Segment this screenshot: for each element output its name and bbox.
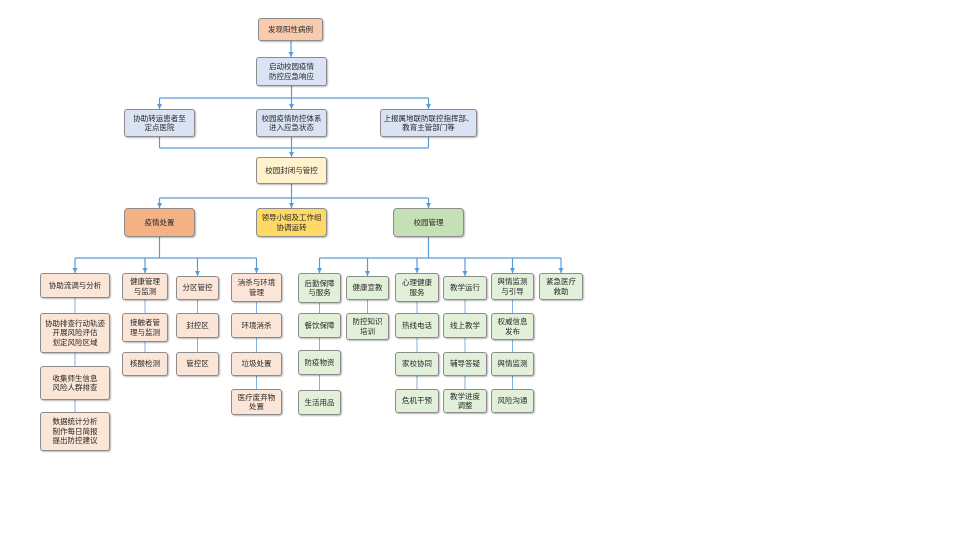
node-health-monitoring: 健康管理 与监测 [122, 273, 168, 300]
node-crisis-intervention: 危机干预 [395, 389, 439, 413]
node-hotline: 热线电话 [395, 313, 439, 338]
node-schedule-adjustment: 教学进度 调整 [443, 389, 487, 413]
node-health-education: 健康宣教 [346, 276, 389, 300]
node-epidemic-handling: 疫情处置 [124, 208, 195, 237]
node-emergency-medical-aid: 紧急医疗 救助 [539, 273, 583, 300]
node-epidemic-supplies: 防疫物资 [298, 350, 341, 375]
node-risk-communication: 风险沟通 [491, 389, 534, 413]
node-positive-case-found: 发现阳性病例 [258, 18, 323, 41]
node-emergency-response: 启动校园疫情 防控应急响应 [256, 57, 327, 86]
node-home-school-collaboration: 家校协同 [395, 352, 439, 376]
node-tutoring-qa: 辅导答疑 [443, 352, 487, 376]
node-daily-necessities: 生活用品 [298, 390, 341, 415]
node-assist-epi-investigation: 协助流调与分析 [40, 273, 110, 298]
node-emergency-state: 校园疫情防控体系 进入应急状态 [256, 109, 327, 137]
node-nucleic-acid-testing: 核酸检测 [122, 352, 168, 376]
node-medical-waste-disposal: 医疗废弃物 处置 [231, 389, 282, 415]
node-mental-health-service: 心理健康 服务 [395, 273, 439, 302]
node-contact-management: 接触者管 理与监测 [122, 313, 168, 342]
node-disinfection-environment: 消杀与环境 管理 [231, 273, 282, 302]
node-online-teaching: 线上教学 [443, 313, 487, 338]
node-report-authorities: 上报属地联防联控指挥部、 教育主管部门等 [380, 109, 477, 137]
node-controlled-zone: 管控区 [176, 352, 219, 376]
node-opinion-monitoring: 舆情监测 [491, 352, 534, 376]
node-sealed-zone: 封控区 [176, 313, 219, 338]
node-garbage-disposal: 垃圾处置 [231, 352, 282, 376]
node-teaching-operation: 教学运行 [443, 276, 487, 300]
node-collect-info-screening: 收集师生信息 风险人群排查 [40, 366, 110, 400]
node-leadership-coordination: 领导小组及工作组 协调运转 [256, 208, 327, 237]
node-authoritative-info-release: 权威信息 发布 [491, 313, 534, 340]
node-public-opinion-guidance: 舆情监测 与引导 [491, 273, 534, 300]
node-campus-lockdown: 校园封闭与管控 [256, 157, 327, 184]
node-trace-and-risk-assessment: 协助排查行动轨迹 开展风险评估 划定风险区域 [40, 313, 110, 353]
node-catering-support: 餐饮保障 [298, 313, 341, 338]
node-campus-management: 校园管理 [393, 208, 464, 237]
node-prevention-training: 防控知识 培训 [346, 313, 389, 340]
node-data-statistics-briefing: 数据统计分析 制作每日简报 提出防控建议 [40, 412, 110, 451]
node-environment-disinfection: 环境消杀 [231, 313, 282, 338]
node-logistics-support: 后勤保障 与服务 [298, 273, 341, 303]
node-transfer-patients: 协助转运患者至 定点医院 [124, 109, 195, 137]
node-zone-control: 分区管控 [176, 276, 219, 300]
